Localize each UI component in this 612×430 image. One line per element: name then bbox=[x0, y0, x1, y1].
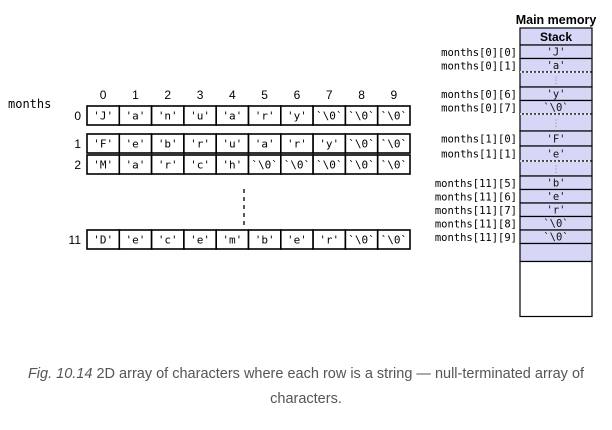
array-cell-value: 'r' bbox=[190, 138, 210, 151]
array-cell-value: 'r' bbox=[158, 159, 178, 172]
array-cell-value: `\0` bbox=[348, 234, 375, 247]
memory-cell bbox=[519, 260, 593, 318]
array-cell bbox=[376, 229, 411, 250]
array-cell-value: 'a' bbox=[255, 138, 275, 151]
array-cell-value: `\0` bbox=[316, 159, 343, 172]
memory-address-label: months[0][1] bbox=[441, 60, 517, 72]
array-cell-value: `\0` bbox=[381, 138, 408, 151]
array-cell-value: `\0` bbox=[381, 159, 408, 172]
memory-cell-value: 'e' bbox=[547, 191, 566, 203]
memory-cell-value: `\0` bbox=[543, 218, 568, 230]
row-index: 2 bbox=[74, 158, 81, 172]
array-cell-value: `\0` bbox=[381, 234, 408, 247]
memory-gap-ellipsis: ⋮ bbox=[552, 76, 561, 86]
array-cell-value: 'b' bbox=[158, 138, 178, 151]
column-index: 1 bbox=[132, 88, 139, 102]
column-index: 5 bbox=[261, 88, 268, 102]
memory-cell-value: 'r' bbox=[547, 205, 566, 217]
array-cell-value: 'm' bbox=[222, 234, 242, 247]
array-cell-value: 'c' bbox=[158, 234, 178, 247]
array-cell bbox=[376, 133, 411, 154]
memory-address-label: months[1][0] bbox=[441, 134, 517, 146]
memory-gap-ellipsis: ⋮ bbox=[552, 119, 561, 129]
memory-address-label: months[11][8] bbox=[435, 218, 517, 230]
main-memory-column: Stack'J''a'⋮'y'`\0`⋮'F''e'⋮'b''e''r'`\0`… bbox=[519, 27, 593, 318]
memory-cell-value: 'J' bbox=[547, 47, 566, 59]
array-cell-value: 'D' bbox=[93, 234, 113, 247]
array-cell-value: 'M' bbox=[93, 159, 113, 172]
memory-address-label: months[0][6] bbox=[441, 89, 517, 101]
array-cell-value: 'u' bbox=[190, 110, 210, 123]
array-cell-value: 'a' bbox=[126, 110, 146, 123]
memory-address-label: months[11][9] bbox=[435, 232, 517, 244]
array-cell-value: 'h' bbox=[222, 159, 242, 172]
memory-address-label: months[11][6] bbox=[435, 191, 517, 203]
memory-cell-value: `\0` bbox=[543, 232, 568, 244]
array-cell-value: 'r' bbox=[255, 110, 275, 123]
array-cell-value: 'e' bbox=[287, 234, 307, 247]
memory-cell-value: 'b' bbox=[547, 178, 566, 190]
column-indices: 0 1 2 3 4 5 6 7 8 9 bbox=[100, 88, 398, 102]
memory-cell-value: 'y' bbox=[547, 89, 566, 101]
array-cell-value: 'F' bbox=[93, 138, 113, 151]
array-cell-value: 'u' bbox=[222, 138, 242, 151]
array-cell-value: 'e' bbox=[126, 138, 146, 151]
array-cell-value: `\0` bbox=[348, 110, 375, 123]
array-cell-value: 'e' bbox=[190, 234, 210, 247]
memory-address-label: months[0][0] bbox=[441, 47, 517, 59]
column-index: 6 bbox=[294, 88, 301, 102]
array-cell-value: 'n' bbox=[158, 110, 178, 123]
column-index: 0 bbox=[100, 88, 107, 102]
array-cell-value: 'a' bbox=[222, 110, 242, 123]
array-name-label: months bbox=[8, 97, 51, 111]
column-index: 3 bbox=[197, 88, 204, 102]
stack-label: Stack bbox=[540, 30, 572, 44]
figure-caption: Fig. 10.14 2D array of characters where … bbox=[20, 362, 592, 412]
memory-address-labels: months[0][0]months[0][1]months[0][6]mont… bbox=[435, 47, 517, 244]
array-cell-value: 'y' bbox=[319, 138, 339, 151]
caption-text: 2D array of characters where each row is… bbox=[92, 366, 585, 407]
row-index: 1 bbox=[74, 137, 81, 151]
array-cell-value: 'r' bbox=[287, 138, 307, 151]
memory-cell bbox=[519, 242, 593, 263]
column-index: 7 bbox=[326, 88, 333, 102]
memory-gap-ellipsis: ⋮ bbox=[552, 165, 561, 175]
figure-number: Fig. 10.14 bbox=[27, 366, 93, 382]
memory-cell-value: 'a' bbox=[547, 60, 566, 72]
array-cell-value: 'c' bbox=[190, 159, 210, 172]
array-cell bbox=[376, 105, 411, 126]
column-index: 2 bbox=[164, 88, 171, 102]
memory-cell-value: 'F' bbox=[547, 133, 566, 145]
array-cell-value: `\0` bbox=[316, 110, 343, 123]
column-index: 8 bbox=[358, 88, 365, 102]
memory-cell-value: `\0` bbox=[543, 102, 568, 114]
array-cell-value: 'b' bbox=[255, 234, 275, 247]
memory-address-label: months[11][7] bbox=[435, 205, 517, 217]
column-index: 9 bbox=[391, 88, 398, 102]
memory-title: Main memory bbox=[516, 13, 597, 27]
char-array-grid: 0 'J' 'a' 'n' 'u' 'a' 'r' 'y' `\0` `\0` `\0` 1 'F' 'e… bbox=[69, 105, 411, 250]
array-cell-value: 'e' bbox=[126, 234, 146, 247]
array-cell-value: `\0` bbox=[348, 138, 375, 151]
row-index: 0 bbox=[74, 109, 81, 123]
memory-cell-value: 'e' bbox=[547, 148, 566, 160]
array-cell-value: 'J' bbox=[93, 110, 113, 123]
memory-address-label: months[11][5] bbox=[435, 178, 517, 190]
memory-address-label: months[1][1] bbox=[441, 149, 517, 161]
column-index: 4 bbox=[229, 88, 236, 102]
array-cell-value: `\0` bbox=[348, 159, 375, 172]
array-cell-value: `\0` bbox=[381, 110, 408, 123]
array-cell-value: 'r' bbox=[319, 234, 339, 247]
array-cell-value: `\0` bbox=[251, 159, 278, 172]
array-cell-value: `\0` bbox=[284, 159, 311, 172]
array-cell-value: 'y' bbox=[287, 110, 307, 123]
row-index: 11 bbox=[69, 233, 82, 247]
array-cell-value: 'a' bbox=[126, 159, 146, 172]
array-cell bbox=[376, 154, 411, 175]
memory-address-label: months[0][7] bbox=[441, 102, 517, 114]
